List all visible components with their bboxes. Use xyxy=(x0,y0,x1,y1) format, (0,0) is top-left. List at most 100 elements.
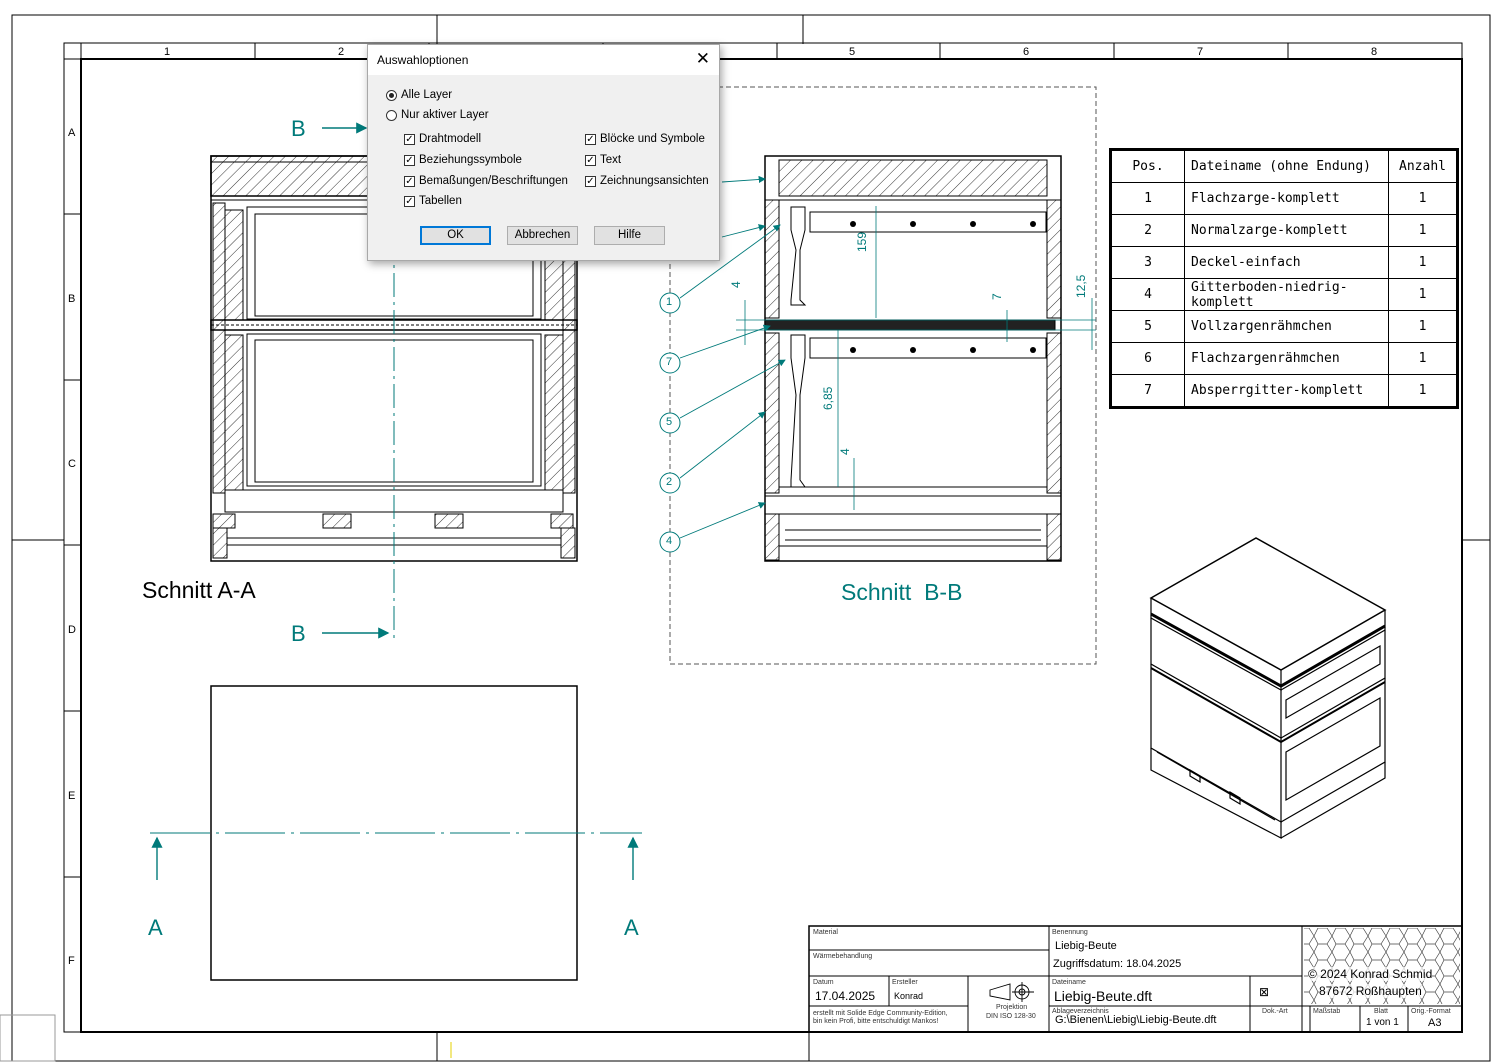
balloon-label-5: 5 xyxy=(666,416,673,428)
checkbox-icon: ⊠ xyxy=(1259,985,1270,999)
checkbox-checked-icon[interactable]: ✓ xyxy=(404,133,415,145)
checkbox-checked-icon[interactable]: ✓ xyxy=(404,175,415,187)
filename-value: Liebig-Beute.dft xyxy=(1054,988,1153,1004)
header-pos: Pos. xyxy=(1110,149,1185,183)
column-label-6: 6 xyxy=(1023,46,1030,58)
column-label-2: 2 xyxy=(338,46,345,58)
radio-all-layers[interactable]: Alle Layer xyxy=(386,89,452,101)
heat-treatment-label: Wärmebehandlung xyxy=(813,953,873,960)
balloon-circles xyxy=(659,292,681,553)
cell-count: 1 xyxy=(1388,310,1458,343)
row-label-b: B xyxy=(68,293,76,305)
cell-pos: 2 xyxy=(1110,214,1185,247)
cell-filename: Normalzarge-komplett xyxy=(1184,214,1389,247)
ok-button[interactable]: OK xyxy=(420,226,491,245)
radio-unselected-icon[interactable] xyxy=(386,109,397,121)
cell-pos: 7 xyxy=(1110,374,1185,408)
checkbox-label: Blöcke und Symbole xyxy=(600,133,705,145)
copyright-text: © 2024 Konrad Schmid xyxy=(1308,967,1433,981)
radio-active-layer-label: Nur aktiver Layer xyxy=(401,109,489,121)
balloon-label-1: 1 xyxy=(666,296,673,308)
cell-pos: 1 xyxy=(1110,182,1185,215)
section-bb-title: Schnitt B-B xyxy=(841,579,963,605)
close-icon[interactable]: ✕ xyxy=(695,49,710,68)
name-label: Benennung xyxy=(1052,929,1088,936)
section-bb-drawing xyxy=(764,155,1062,562)
checkbox-checked-icon[interactable]: ✓ xyxy=(585,175,596,187)
radio-all-layers-label: Alle Layer xyxy=(401,89,453,101)
cell-pos: 4 xyxy=(1110,278,1185,311)
cell-filename: Flachzargenrähmchen xyxy=(1184,342,1389,375)
dimension-6-85: 6,85 xyxy=(821,386,835,410)
section-marker-a-right: A xyxy=(624,915,639,940)
filename-label: Dateiname xyxy=(1052,979,1086,986)
radio-selected-icon[interactable] xyxy=(386,89,397,101)
checkbox-wireframe[interactable]: ✓ Drahtmodell xyxy=(404,133,481,145)
date-label: Datum xyxy=(813,979,834,986)
checkbox-text[interactable]: ✓ Text xyxy=(585,154,621,166)
checkbox-label: Tabellen xyxy=(419,195,462,207)
checkbox-tables[interactable]: ✓ Tabellen xyxy=(404,195,462,207)
selection-options-dialog: Auswahloptionen ✕ Alle Layer Nur aktiver… xyxy=(367,44,720,261)
checkbox-drawing-views[interactable]: ✓ Zeichnungsansichten xyxy=(585,175,709,187)
cancel-button[interactable]: Abbrechen xyxy=(507,226,578,245)
section-marker-b-top: B xyxy=(291,116,306,141)
date-value: 17.04.2025 xyxy=(815,989,876,1003)
cell-filename: Vollzargenrähmchen xyxy=(1184,310,1389,343)
dimension-7: 7 xyxy=(990,293,1004,300)
material-label: Material xyxy=(813,929,838,936)
cell-count: 1 xyxy=(1388,278,1458,311)
checkbox-blocks-symbols[interactable]: ✓ Blöcke und Symbole xyxy=(585,133,705,145)
checkbox-checked-icon[interactable]: ✓ xyxy=(404,154,415,166)
dialog-titlebar[interactable]: Auswahloptionen ✕ xyxy=(368,45,719,75)
projection-label: Projektion xyxy=(996,1004,1028,1011)
balloon-leaders xyxy=(679,175,786,539)
help-button[interactable]: Hilfe xyxy=(594,226,665,245)
dimension-159: 159 xyxy=(855,231,869,252)
column-label-8: 8 xyxy=(1371,46,1378,58)
cell-filename: Deckel-einfach xyxy=(1184,246,1389,279)
checkbox-checked-icon[interactable]: ✓ xyxy=(404,195,415,207)
header-count: Anzahl xyxy=(1388,149,1458,183)
path-value: G:\Bienen\Liebig\Liebig-Beute.dft xyxy=(1055,1014,1217,1026)
cell-count: 1 xyxy=(1388,214,1458,247)
cell-filename: Gitterboden-niedrig-komplett xyxy=(1184,278,1389,311)
checkbox-checked-icon[interactable]: ✓ xyxy=(585,133,596,145)
checkbox-checked-icon[interactable]: ✓ xyxy=(585,154,596,166)
cell-pos: 5 xyxy=(1110,310,1185,343)
checkbox-label: Text xyxy=(600,154,622,166)
cell-pos: 3 xyxy=(1110,246,1185,279)
plan-view xyxy=(150,685,642,981)
creator-value: Konrad xyxy=(894,991,924,1001)
radio-active-layer[interactable]: Nur aktiver Layer xyxy=(386,109,489,121)
parts-list-header: Pos. Dateiname (ohne Endung) Anzahl xyxy=(1110,149,1458,183)
sheet-label: Blatt xyxy=(1374,1008,1389,1015)
checkbox-relationship-symbols[interactable]: ✓ Beziehungssymbole xyxy=(404,154,522,166)
format-value: A3 xyxy=(1428,1017,1442,1029)
row-label-c: C xyxy=(68,458,76,470)
checkbox-label: Bemaßungen/Beschriftungen xyxy=(419,175,568,187)
column-label-5: 5 xyxy=(849,46,856,58)
isometric-view xyxy=(1149,537,1387,839)
checkbox-label: Drahtmodell xyxy=(419,133,481,145)
column-label-1: 1 xyxy=(164,46,171,58)
cell-count: 1 xyxy=(1388,246,1458,279)
dimension-4-bottom: 4 xyxy=(838,448,852,455)
row-label-f: F xyxy=(68,955,75,967)
section-marker-b-bottom: B xyxy=(291,621,306,646)
cell-count: 1 xyxy=(1388,182,1458,215)
row-label-d: D xyxy=(68,624,76,636)
row-label-a: A xyxy=(68,127,76,139)
dialog-title: Auswahloptionen xyxy=(377,53,469,67)
dimension-lines xyxy=(736,206,1096,510)
cell-filename: Flachzarge-komplett xyxy=(1184,182,1389,215)
checkbox-dimensions[interactable]: ✓ Bemaßungen/Beschriftungen xyxy=(404,175,568,187)
